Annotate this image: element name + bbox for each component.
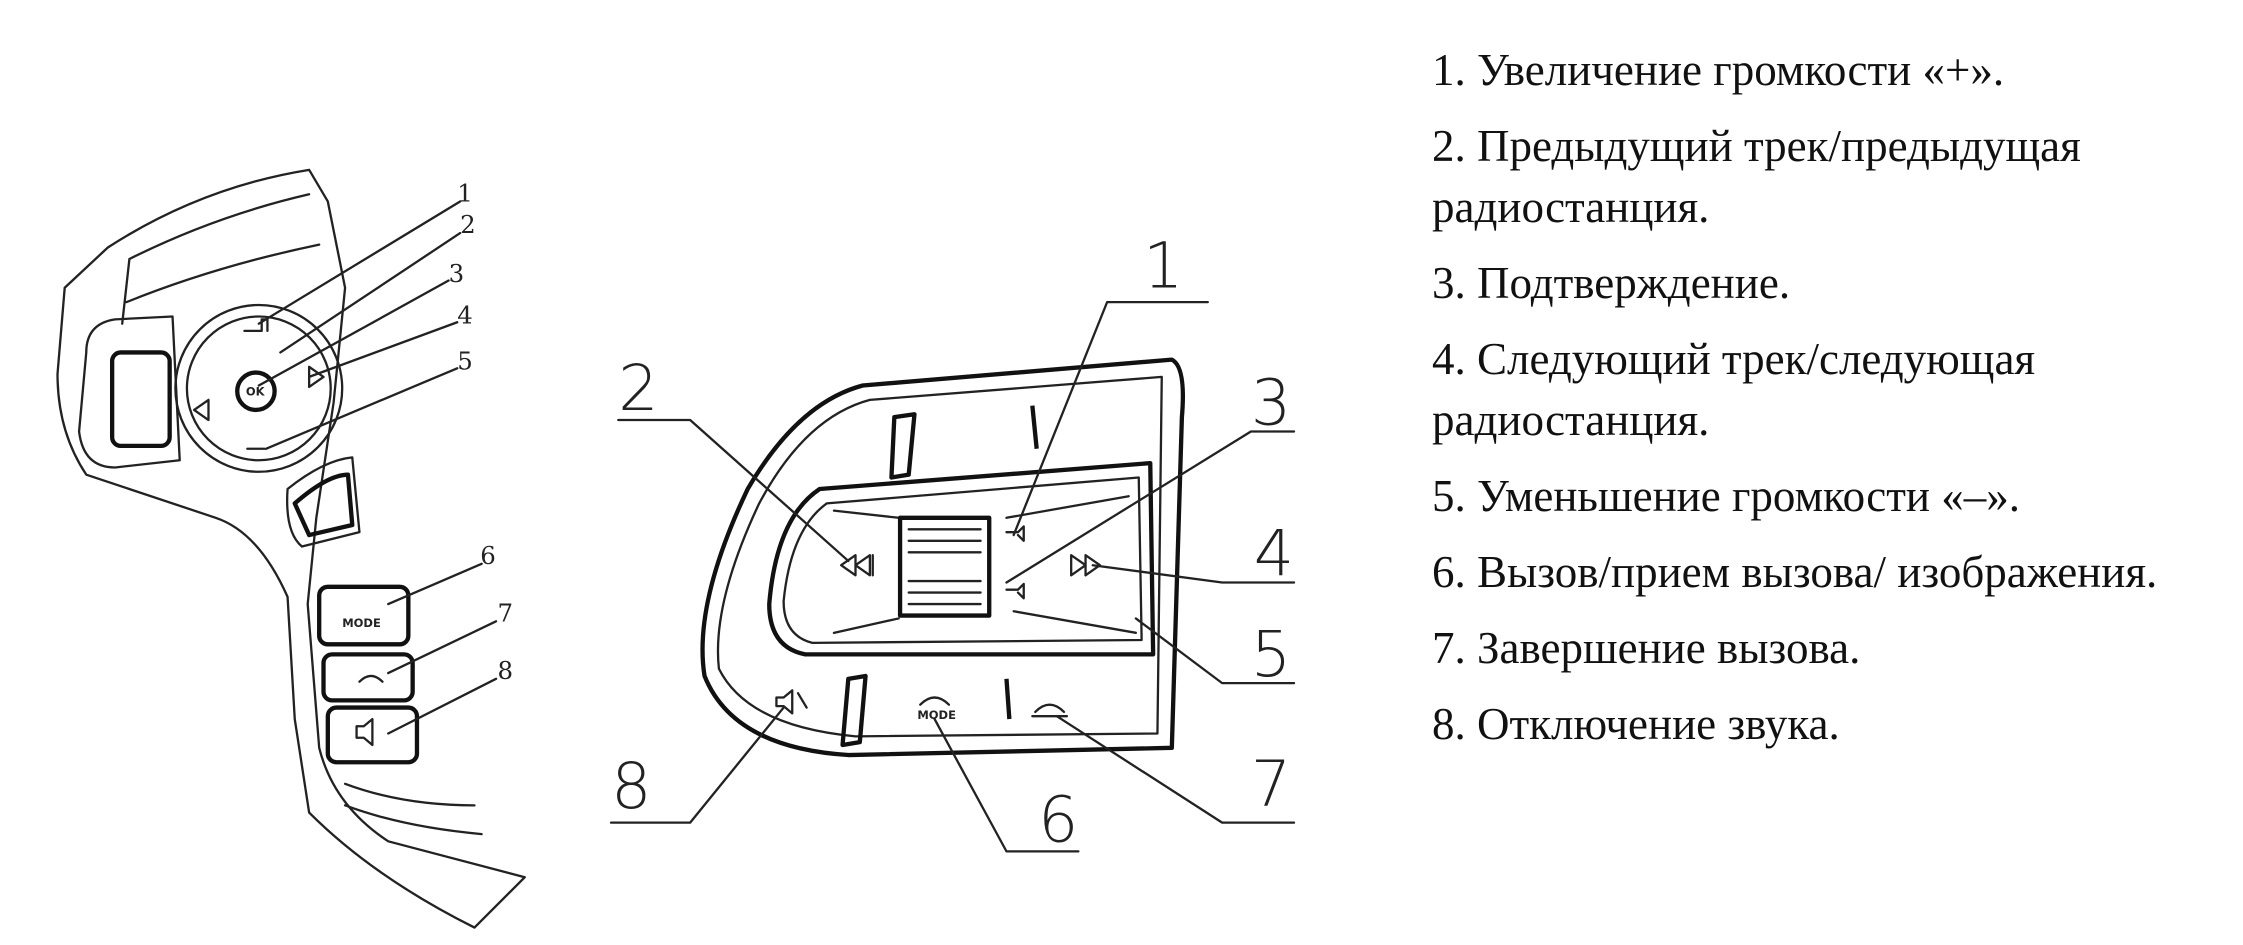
ok-button-icon bbox=[235, 370, 277, 413]
svg-text:4: 4 bbox=[457, 301, 473, 330]
legend-item-6: 6. Вызов/прием вызова/ изображения. bbox=[1432, 547, 2158, 597]
svg-text:6: 6 bbox=[1038, 782, 1078, 856]
svg-text:3: 3 bbox=[449, 259, 465, 288]
svg-text:5: 5 bbox=[1251, 617, 1291, 691]
legend-item-4: 4. Следующий трек/следующая радиостанция… bbox=[1432, 334, 2036, 445]
left-button-icon bbox=[109, 350, 172, 449]
svg-text:7: 7 bbox=[1251, 746, 1291, 820]
legend-item-1: 1. Увеличение громкости «+». bbox=[1432, 45, 2005, 95]
center-ok-button-icon bbox=[897, 515, 992, 618]
mode-button-icon bbox=[317, 584, 411, 647]
left-control-panel-drawing: OK MODE 1 2 3 4 5 6 7 8 bbox=[56, 168, 526, 929]
svg-text:2: 2 bbox=[618, 351, 658, 425]
legend-item-2: 2. Предыдущий трек/предыдущая радиостанц… bbox=[1432, 121, 2081, 232]
svg-text:1: 1 bbox=[457, 178, 473, 207]
svg-text:5: 5 bbox=[457, 347, 473, 376]
dpad-icon bbox=[174, 303, 344, 473]
svg-text:8: 8 bbox=[497, 656, 513, 685]
svg-text:6: 6 bbox=[480, 541, 496, 570]
mute-button-icon bbox=[325, 705, 420, 765]
upper-side-button-icon bbox=[292, 472, 355, 538]
call-icon bbox=[919, 696, 951, 706]
center-control-panel-drawing: MODE 1 2 3 4 5 6 7 8 bbox=[609, 229, 1296, 856]
legend-item-5: 5. Уменьшение громкости «–». bbox=[1432, 471, 2020, 521]
mute-icon bbox=[775, 689, 808, 715]
button-legend: 1. Увеличение громкости «+». 2. Предыдущ… bbox=[1432, 40, 2232, 770]
svg-text:4: 4 bbox=[1254, 516, 1294, 590]
legend-item-8: 8. Отключение звука. bbox=[1432, 699, 1840, 749]
end-call-button-icon bbox=[321, 652, 415, 703]
svg-text:1: 1 bbox=[1143, 229, 1183, 303]
legend-item-7: 7. Завершение вызова. bbox=[1432, 623, 1861, 673]
svg-text:7: 7 bbox=[497, 598, 513, 627]
upper-scroll-icon bbox=[889, 412, 917, 480]
svg-text:MODE: MODE bbox=[917, 708, 956, 722]
svg-text:OK: OK bbox=[246, 385, 266, 399]
svg-text:8: 8 bbox=[611, 749, 651, 823]
svg-text:MODE: MODE bbox=[342, 616, 381, 630]
svg-text:2: 2 bbox=[460, 210, 476, 239]
svg-text:3: 3 bbox=[1251, 365, 1291, 439]
end-call-icon bbox=[1031, 703, 1069, 718]
volume-icon bbox=[1005, 525, 1025, 600]
legend-item-3: 3. Подтверждение. bbox=[1432, 258, 1791, 308]
next-track-icon bbox=[1070, 554, 1102, 577]
